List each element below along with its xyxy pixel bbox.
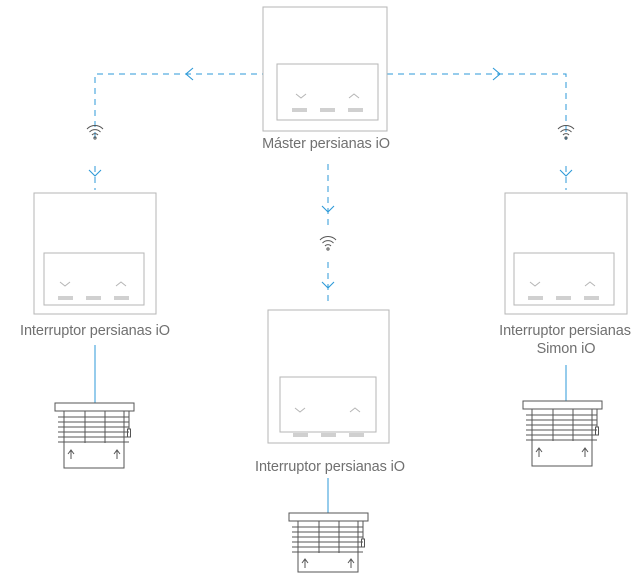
blind-icon-right — [522, 400, 603, 467]
chevron-up-icon — [584, 281, 596, 287]
blind-icon-left — [54, 402, 135, 469]
label-left: Interruptor persianas iO — [20, 323, 170, 339]
chevron-up-icon — [349, 407, 361, 413]
arrow-down-icon — [321, 205, 335, 213]
button-bar — [528, 296, 543, 300]
button-bar — [86, 296, 101, 300]
arrow-down-icon — [321, 281, 335, 289]
wifi-signal-icon — [86, 125, 104, 140]
wireless-links — [94, 73, 567, 306]
wifi-signal-icon — [557, 125, 575, 140]
wifi-signal-icon — [319, 236, 337, 251]
chevron-up-icon — [115, 281, 127, 287]
device-center — [267, 309, 390, 444]
label-right-line1: Interruptor persianas — [499, 323, 631, 339]
button-bar — [292, 108, 307, 112]
device-panel — [43, 252, 145, 306]
arrow-down-icon — [559, 169, 573, 177]
chevron-down-icon — [529, 281, 541, 287]
chevron-down-icon — [295, 93, 307, 99]
chevron-down-icon — [59, 281, 71, 287]
label-right-line2: Simon iO — [536, 341, 596, 357]
device-panel — [279, 376, 377, 433]
button-bar — [320, 108, 335, 112]
button-bar — [321, 433, 336, 437]
link-master-left — [94, 73, 268, 140]
device-frame — [262, 6, 388, 132]
button-bar — [349, 433, 364, 437]
label-master: Máster persianas iO — [262, 136, 390, 152]
wires — [94, 345, 567, 513]
device-panel — [513, 252, 615, 306]
blind-icon-center — [288, 512, 369, 573]
label-center: Interruptor persianas iO — [255, 459, 405, 475]
button-bar — [556, 296, 571, 300]
button-bar — [584, 296, 599, 300]
arrow-down-icon — [88, 169, 102, 177]
button-bar — [58, 296, 73, 300]
button-bar — [293, 433, 308, 437]
device-left — [33, 192, 157, 315]
arrow-left-icon — [185, 67, 194, 81]
arrow-right-icon — [492, 67, 501, 81]
device-panel — [276, 63, 379, 121]
link-arrows — [88, 67, 573, 289]
device-right — [504, 192, 628, 315]
chevron-up-icon — [348, 93, 360, 99]
button-bar — [348, 108, 363, 112]
link-master-right — [387, 73, 567, 140]
device-master — [262, 6, 388, 132]
chevron-down-icon — [294, 407, 306, 413]
button-bar — [114, 296, 129, 300]
